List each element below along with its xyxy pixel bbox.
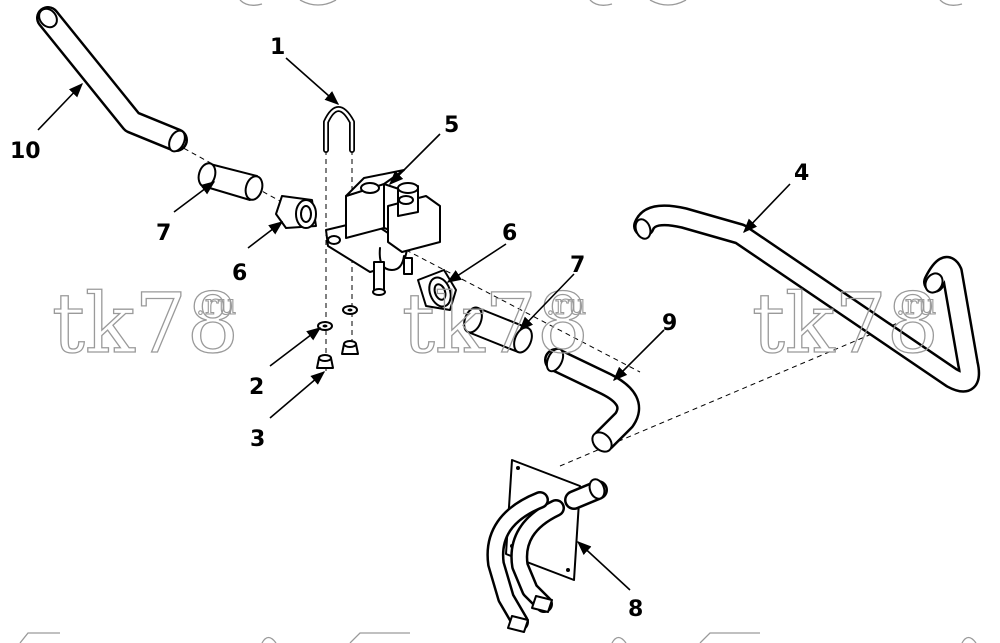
leader-lines	[37, 57, 791, 591]
watermark-suffix: .ru	[546, 288, 586, 321]
callout-6-right: 6	[502, 221, 517, 246]
callout-7-left: 7	[156, 221, 171, 246]
callout-4: 4	[794, 161, 809, 186]
watermark-center: tk78 .ru	[401, 276, 589, 372]
bulkhead-plate-part-8	[486, 459, 608, 633]
watermark-text: tk78	[52, 277, 239, 372]
fitting-part-6-left	[275, 195, 317, 229]
nuts-part-3	[316, 340, 359, 369]
edge-watermark-top	[239, 0, 963, 6]
callout-2: 2	[249, 375, 264, 400]
fitting-part-6-right	[417, 269, 457, 311]
pipe-part-4	[633, 204, 981, 393]
callout-3: 3	[250, 427, 265, 452]
callout-10: 10	[10, 139, 41, 164]
watermark-suffix: .ru	[196, 288, 236, 321]
callout-9: 9	[662, 311, 677, 336]
callout-1: 1	[270, 35, 285, 60]
watermark-suffix: .ru	[896, 288, 936, 321]
sleeve-part-7-left	[197, 162, 264, 201]
sleeve-part-7-right	[463, 306, 533, 354]
callout-5: 5	[444, 113, 459, 138]
watermark-left: tk78 .ru	[51, 276, 239, 372]
washers-part-2	[317, 305, 358, 331]
watermark-right: tk78 .ru	[751, 276, 939, 372]
callout-7-right: 7	[570, 253, 585, 278]
edge-watermark-bottom	[19, 632, 977, 643]
tube-part-10	[36, 6, 188, 153]
callout-8: 8	[628, 597, 643, 622]
valve-assembly-part-5	[325, 169, 441, 296]
u-bolt-part-1	[323, 106, 355, 153]
callouts: 1 2 3 4 5 6 6 7 7 8 9 10	[10, 35, 809, 622]
hose-part-9	[544, 347, 641, 453]
callout-6-left: 6	[232, 261, 247, 286]
watermark-text: tk78	[752, 277, 939, 372]
watermark-text: tk78	[402, 277, 589, 372]
